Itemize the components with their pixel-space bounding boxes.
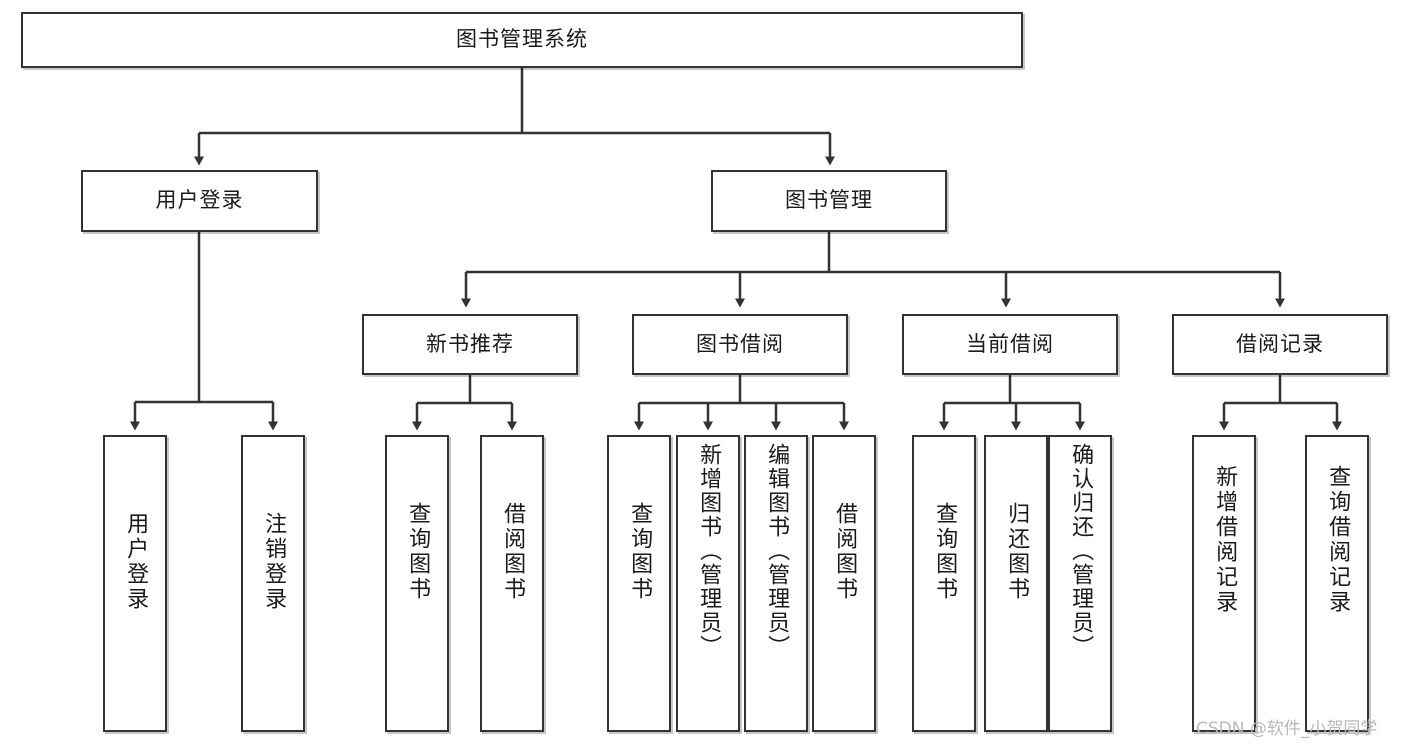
node-label: 查询借阅记录 [1325, 465, 1351, 615]
node-label: 归还图书 [1004, 502, 1030, 602]
leaf-confirm-return-admin[interactable]: 确认归还（管理员） [1048, 435, 1112, 732]
node-label: 注销登录 [261, 512, 287, 612]
node-label: 图书借阅 [696, 331, 784, 356]
node-user-login[interactable]: 用户登录 [81, 170, 318, 232]
node-label: 借阅图书 [832, 502, 858, 602]
node-label: 用户登录 [155, 188, 244, 213]
leaf-return-books[interactable]: 归还图书 [984, 435, 1048, 732]
leaf-borrow-books-recommend[interactable]: 借阅图书 [480, 435, 544, 732]
node-label: 图书管理系统 [456, 27, 588, 52]
leaf-borrow-books-borrow[interactable]: 借阅图书 [812, 435, 876, 732]
leaf-add-book-admin[interactable]: 新增图书（管理员） [676, 435, 740, 732]
node-label: 查询图书 [627, 502, 653, 602]
leaf-edit-book-admin[interactable]: 编辑图书（管理员） [744, 435, 808, 732]
node-label: 借阅图书 [500, 502, 526, 602]
node-label: 用户登录 [123, 512, 149, 612]
node-label: 当前借阅 [966, 331, 1054, 356]
leaf-user-logout[interactable]: 注销登录 [241, 435, 305, 732]
node-new-book-recommend[interactable]: 新书推荐 [362, 314, 578, 375]
node-label: 新增借阅记录 [1212, 465, 1238, 615]
node-label: 图书管理 [785, 188, 873, 213]
node-current-borrow[interactable]: 当前借阅 [902, 314, 1118, 375]
node-book-management[interactable]: 图书管理 [711, 170, 947, 232]
leaf-query-borrow-record[interactable]: 查询借阅记录 [1305, 435, 1369, 732]
leaf-query-books-borrow[interactable]: 查询图书 [607, 435, 671, 732]
leaf-user-login[interactable]: 用户登录 [103, 435, 167, 732]
leaf-add-borrow-record[interactable]: 新增借阅记录 [1192, 435, 1256, 732]
node-borrow-record[interactable]: 借阅记录 [1172, 314, 1388, 375]
node-root-system[interactable]: 图书管理系统 [21, 12, 1023, 68]
node-label: 新增图书（管理员） [696, 443, 722, 659]
node-label: 借阅记录 [1236, 331, 1324, 356]
node-label: 编辑图书（管理员） [764, 443, 790, 659]
node-label: 查询图书 [405, 502, 431, 602]
node-book-borrow[interactable]: 图书借阅 [632, 314, 848, 375]
node-label: 新书推荐 [426, 331, 514, 356]
leaf-query-books-current[interactable]: 查询图书 [912, 435, 976, 732]
csdn-watermark: CSDN @软件_小贺同学 [1196, 719, 1378, 739]
node-label: 查询图书 [932, 502, 958, 602]
node-label: 确认归还（管理员） [1068, 443, 1094, 659]
leaf-query-books-recommend[interactable]: 查询图书 [385, 435, 449, 732]
